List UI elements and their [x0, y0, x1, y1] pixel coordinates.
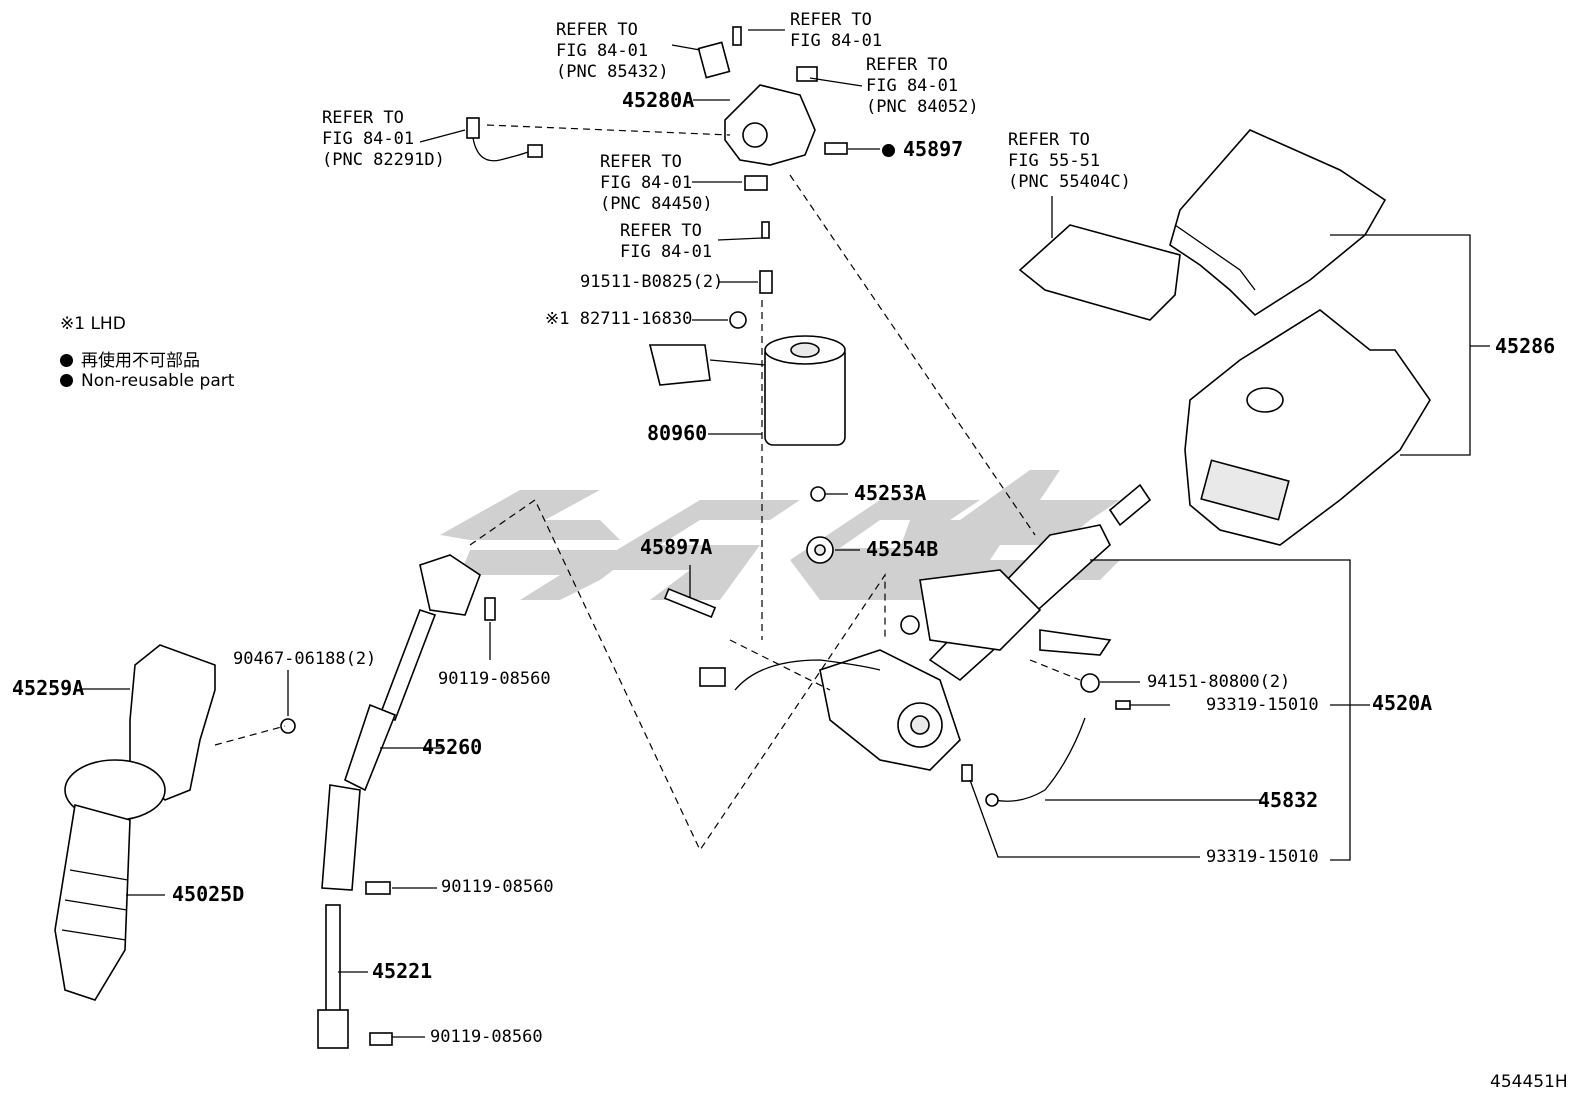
- part-90119-upper[interactable]: 90119-08560: [438, 669, 551, 689]
- part-45221[interactable]: 45221: [372, 959, 433, 983]
- harness-82291D: [466, 117, 543, 162]
- diagram-id: 454451H: [1490, 1072, 1568, 1092]
- legend-text-ja: 再使用不可部品: [81, 351, 200, 371]
- ref-line: REFER TO: [790, 10, 872, 30]
- switch-85432: [697, 41, 731, 79]
- ref-85432[interactable]: REFER TO FIG 84-01 (PNC 85432): [556, 20, 669, 83]
- ref-84052[interactable]: REFER TO FIG 84-01 (PNC 84052): [866, 55, 979, 118]
- part-80960[interactable]: 80960: [647, 421, 708, 445]
- part-45260[interactable]: 45260: [422, 735, 483, 759]
- ref-line: REFER TO: [1008, 130, 1090, 150]
- ref-line: FIG 84-01: [620, 242, 713, 262]
- clamp-82711: [729, 311, 747, 329]
- steering-column: [699, 483, 1152, 771]
- ref-line: REFER TO: [866, 55, 948, 75]
- leader-lines: [82, 29, 1490, 1038]
- part-90467[interactable]: 90467-06188(2): [233, 649, 377, 669]
- non-reusable-dot-icon: [60, 354, 73, 367]
- part-45897A[interactable]: 45897A: [640, 535, 713, 559]
- gear-45253A: [810, 486, 826, 502]
- ref-line: REFER TO: [600, 152, 682, 172]
- ref-line: (PNC 82291D): [322, 150, 445, 170]
- part-91511[interactable]: 91511-B0825(2): [580, 272, 724, 292]
- bolt-90119-b: [365, 881, 391, 895]
- bolt-90119-c: [369, 1032, 393, 1046]
- ref-line: FIG 84-01: [866, 76, 959, 96]
- boot-cover-45259A: [129, 644, 216, 801]
- ref-line: FIG 55-51: [1008, 151, 1101, 171]
- lower-column-cover: [1184, 309, 1431, 546]
- lock-housing: [724, 84, 816, 166]
- ref-line: FIG 84-01: [322, 129, 415, 149]
- dust-boot-45025D: [54, 759, 166, 1001]
- bolt-93319-b: [961, 764, 973, 782]
- part-93319-upper[interactable]: 93319-15010: [1206, 695, 1319, 715]
- part-82711-number: 82711-16830: [579, 309, 693, 329]
- part-90119-lower[interactable]: 90119-08560: [430, 1027, 543, 1047]
- ref-screw-top[interactable]: REFER TO FIG 84-01: [790, 10, 882, 52]
- ref-line: REFER TO: [556, 20, 638, 40]
- screw-mid: [761, 221, 770, 239]
- non-reusable-dot-icon: [60, 374, 73, 387]
- part-45897[interactable]: 45897: [882, 139, 963, 160]
- part-90119-middle[interactable]: 90119-08560: [441, 877, 554, 897]
- part-45286[interactable]: 45286: [1495, 334, 1556, 358]
- ref-82291D[interactable]: REFER TO FIG 84-01 (PNC 82291D): [322, 108, 445, 171]
- clip-84052: [796, 66, 818, 82]
- lhd-mark: ※1: [545, 309, 570, 329]
- part-45832[interactable]: 45832: [1258, 788, 1319, 812]
- legend-text-en: Non-reusable part: [81, 371, 235, 391]
- assembly-dashed-lines: [214, 124, 1081, 852]
- coupling-45254B: [806, 536, 834, 564]
- ref-84450[interactable]: REFER TO FIG 84-01 (PNC 84450): [600, 152, 713, 215]
- legend-lhd-note: ※1 LHD: [60, 314, 126, 334]
- ref-line: (PNC 84052): [866, 97, 979, 117]
- lower-panel: [1018, 224, 1181, 321]
- part-45259A[interactable]: 45259A: [12, 676, 85, 700]
- assist-motor: [648, 335, 846, 446]
- ref-line: REFER TO: [322, 108, 404, 128]
- ref-screw-mid[interactable]: REFER TO FIG 84-01: [620, 221, 712, 263]
- nut-94151: [1080, 673, 1100, 693]
- part-45897-number: 45897: [903, 137, 964, 161]
- ref-line: (PNC 85432): [556, 62, 669, 82]
- ref-line: FIG 84-01: [600, 173, 693, 193]
- clip-90467: [280, 718, 296, 734]
- steering-shaft: [317, 904, 349, 1049]
- part-93319-lower[interactable]: 93319-15010: [1206, 847, 1319, 867]
- part-45254B[interactable]: 45254B: [866, 537, 939, 561]
- part-82711[interactable]: ※1 82711-16830: [545, 309, 692, 330]
- ref-line: FIG 84-01: [556, 41, 649, 61]
- upper-column-cover: [1169, 129, 1387, 317]
- ref-line: (PNC 84450): [600, 194, 713, 214]
- part-45025D[interactable]: 45025D: [172, 882, 245, 906]
- bolt-45897A: [663, 587, 717, 619]
- ref-line: FIG 84-01: [790, 31, 883, 51]
- non-reusable-dot-icon: [882, 144, 895, 157]
- ground-wire-45832: [985, 717, 1086, 807]
- screw-top: [732, 26, 742, 46]
- part-94151[interactable]: 94151-80800(2): [1147, 672, 1291, 692]
- bolt-93319-a: [1115, 700, 1131, 710]
- part-4520A[interactable]: 4520A: [1372, 691, 1433, 715]
- bolt-90119-a: [484, 597, 496, 621]
- sensor-84450: [744, 175, 768, 191]
- legend-non-reusable-ja: 再使用不可部品: [60, 346, 200, 371]
- bolt-45897: [824, 142, 848, 155]
- part-45253A[interactable]: 45253A: [854, 481, 927, 505]
- legend-non-reusable-en: Non-reusable part: [60, 371, 234, 391]
- ref-55404C[interactable]: REFER TO FIG 55-51 (PNC 55404C): [1008, 130, 1131, 193]
- watermark-logo: [440, 470, 1120, 600]
- bolt-91511: [759, 270, 773, 294]
- part-45280A[interactable]: 45280A: [622, 88, 695, 112]
- ref-line: REFER TO: [620, 221, 702, 241]
- ref-line: (PNC 55404C): [1008, 172, 1131, 192]
- intermediate-shaft: [321, 554, 481, 891]
